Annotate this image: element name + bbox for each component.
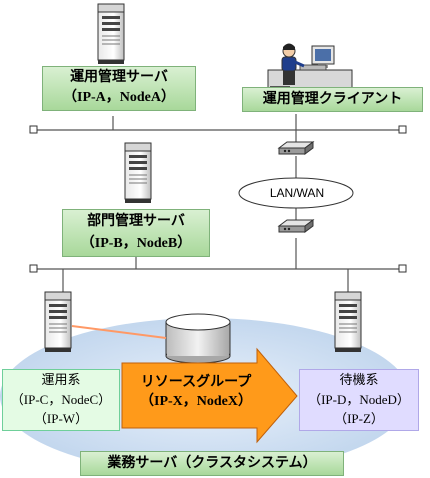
- resource-group-label: リソースグループ （IP-X，NodeX）: [122, 372, 270, 412]
- server-tower-icon: [124, 142, 152, 204]
- mgmt-server-name: 運用管理サーバ: [70, 69, 168, 85]
- shared-disk-icon: [165, 313, 231, 364]
- router-icon: [278, 141, 314, 155]
- dept-server-address: （IP-B，NodeB）: [80, 236, 192, 251]
- active-node-label: 運用系 （IP-C，NodeC） （IP-W）: [2, 369, 120, 431]
- standby-node-name: 待機系: [339, 373, 379, 388]
- active-node-ip: （IP-W）: [33, 411, 89, 426]
- dept-server-label: 部門管理サーバ （IP-B，NodeB）: [62, 209, 210, 257]
- dept-server-name: 部門管理サーバ: [87, 213, 185, 229]
- lan-terminator: [398, 125, 407, 134]
- lan-terminator: [29, 125, 38, 134]
- standby-node-label: 待機系 （IP-D，NodeD） （IP-Z）: [299, 369, 419, 431]
- mgmt-client-label: 運用管理クライアント: [242, 87, 423, 112]
- lan-terminator: [29, 264, 38, 273]
- resource-group-address: （IP-X，NodeX）: [140, 394, 252, 409]
- active-node-name: 運用系: [41, 373, 81, 388]
- mgmt-server-label: 運用管理サーバ （IP-A，NodeA）: [42, 66, 196, 111]
- server-tower-icon: [97, 3, 125, 65]
- server-tower-icon: [44, 291, 72, 353]
- failover-arrow: [121, 347, 298, 444]
- active-node-address: （IP-C，NodeC）: [10, 392, 112, 407]
- lan-terminator: [398, 264, 407, 273]
- standby-node-ip: （IP-Z）: [334, 411, 384, 426]
- resource-group-name: リソースグループ: [140, 374, 252, 390]
- operator-workstation-icon: [267, 43, 353, 89]
- cluster-label: 業務サーバ（クラスタシステム）: [80, 451, 344, 476]
- disk-connection: [71, 325, 167, 339]
- lan-wan-cloud: [238, 177, 354, 209]
- router-icon: [278, 219, 314, 233]
- lan-wan-label: LAN/WAN: [269, 186, 325, 200]
- server-tower-icon: [334, 291, 362, 353]
- standby-node-address: （IP-D，NodeD）: [308, 392, 410, 407]
- mgmt-server-address: （IP-A，NodeA）: [63, 90, 175, 105]
